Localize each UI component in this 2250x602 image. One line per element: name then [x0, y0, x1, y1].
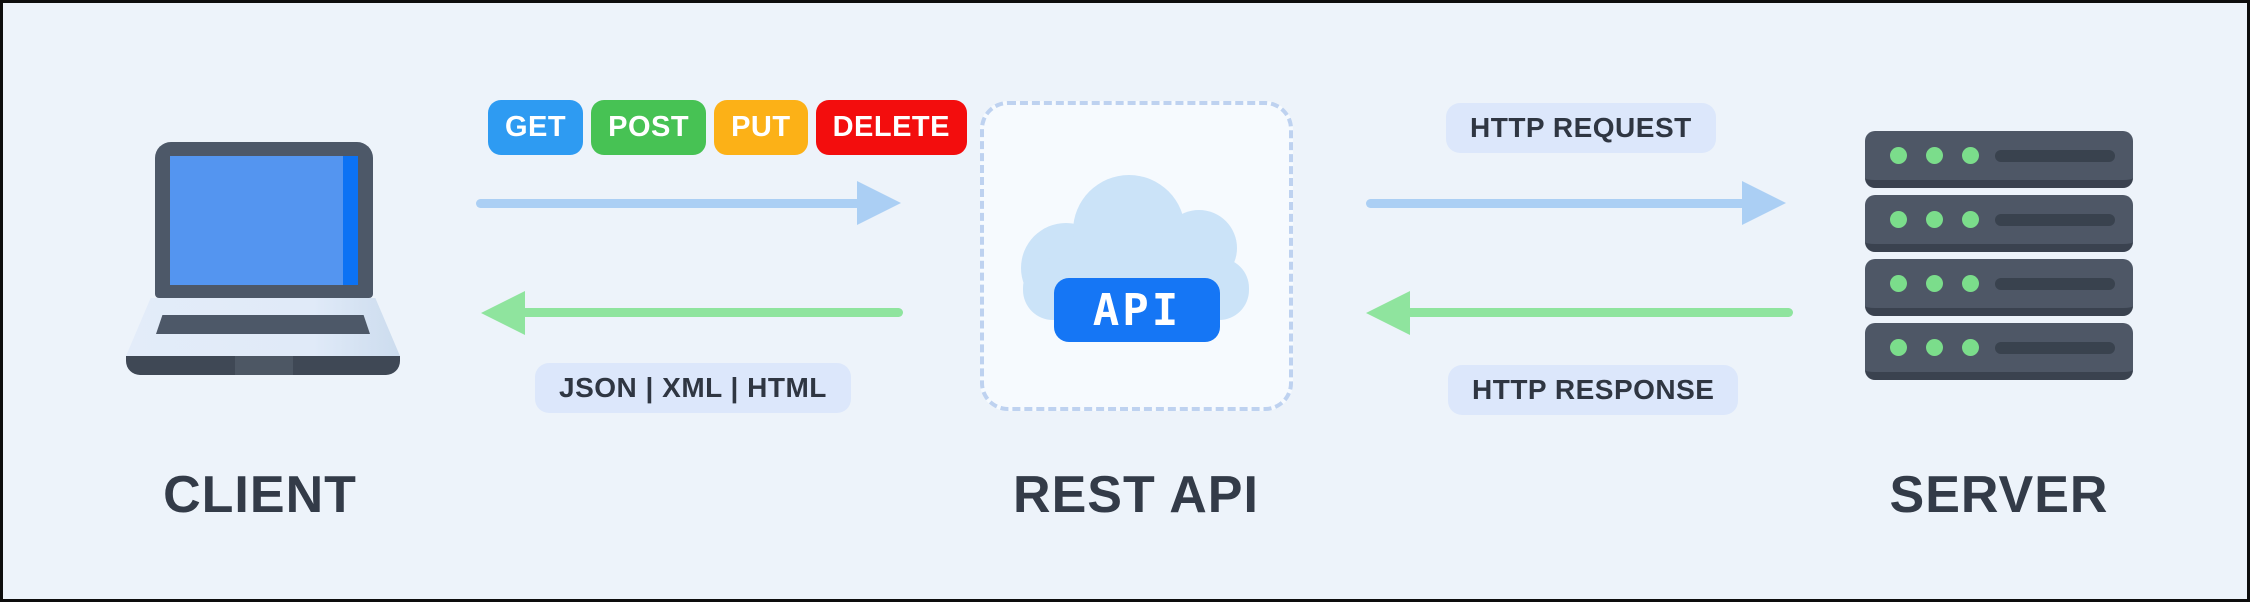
led-icon	[1890, 211, 1907, 228]
led-icon	[1890, 339, 1907, 356]
laptop-icon	[126, 142, 400, 375]
led-icon	[1890, 147, 1907, 164]
drive-bay-bar	[1995, 278, 2115, 290]
led-icon	[1926, 211, 1943, 228]
led-icon	[1962, 147, 1979, 164]
response-arrow-line-server-to-api	[1406, 308, 1793, 317]
rest-api-label: REST API	[1013, 466, 1259, 524]
response-arrow-head-server-to-api	[1366, 291, 1410, 335]
laptop-screen-glare	[343, 156, 358, 285]
laptop-bottom-notch	[235, 356, 293, 375]
led-icon	[1962, 275, 1979, 292]
led-icon	[1962, 339, 1979, 356]
led-icon	[1962, 211, 1979, 228]
server-rack-unit	[1865, 323, 2133, 380]
api-badge: API	[1054, 278, 1220, 342]
status-leds	[1890, 147, 1979, 164]
laptop-keyboard-slot	[156, 315, 370, 334]
status-leds	[1890, 339, 1979, 356]
server-rack-unit	[1865, 195, 2133, 252]
request-arrow-head-api-to-server	[1742, 181, 1786, 225]
request-arrow-line-client-to-api	[476, 199, 861, 208]
http-methods-row: GET POST PUT DELETE	[488, 100, 967, 155]
method-badge-delete: DELETE	[815, 100, 967, 155]
drive-bay-bar	[1995, 214, 2115, 226]
response-formats-pill: JSON | XML | HTML	[535, 363, 851, 413]
laptop-screen	[170, 156, 358, 285]
server-label: SERVER	[1889, 466, 2109, 524]
led-icon	[1926, 147, 1943, 164]
request-arrow-head-client-to-api	[857, 181, 901, 225]
server-rack-unit	[1865, 259, 2133, 316]
method-badge-get: GET	[488, 100, 584, 155]
server-rack-unit	[1865, 131, 2133, 188]
method-badge-post: POST	[591, 100, 707, 155]
drive-bay-bar	[1995, 150, 2115, 162]
drive-bay-bar	[1995, 342, 2115, 354]
led-icon	[1890, 275, 1907, 292]
laptop-screen-frame	[155, 142, 373, 298]
request-arrow-line-api-to-server	[1366, 199, 1746, 208]
response-arrow-line-api-to-client	[521, 308, 903, 317]
led-icon	[1926, 275, 1943, 292]
response-arrow-head-api-to-client	[481, 291, 525, 335]
method-badge-put: PUT	[714, 100, 808, 155]
led-icon	[1926, 339, 1943, 356]
http-response-pill: HTTP RESPONSE	[1448, 365, 1739, 415]
status-leds	[1890, 275, 1979, 292]
server-icon	[1865, 131, 2133, 385]
client-label: CLIENT	[163, 466, 357, 524]
status-leds	[1890, 211, 1979, 228]
laptop-bottom-bar	[126, 356, 400, 375]
http-request-pill: HTTP REQUEST	[1446, 103, 1716, 153]
